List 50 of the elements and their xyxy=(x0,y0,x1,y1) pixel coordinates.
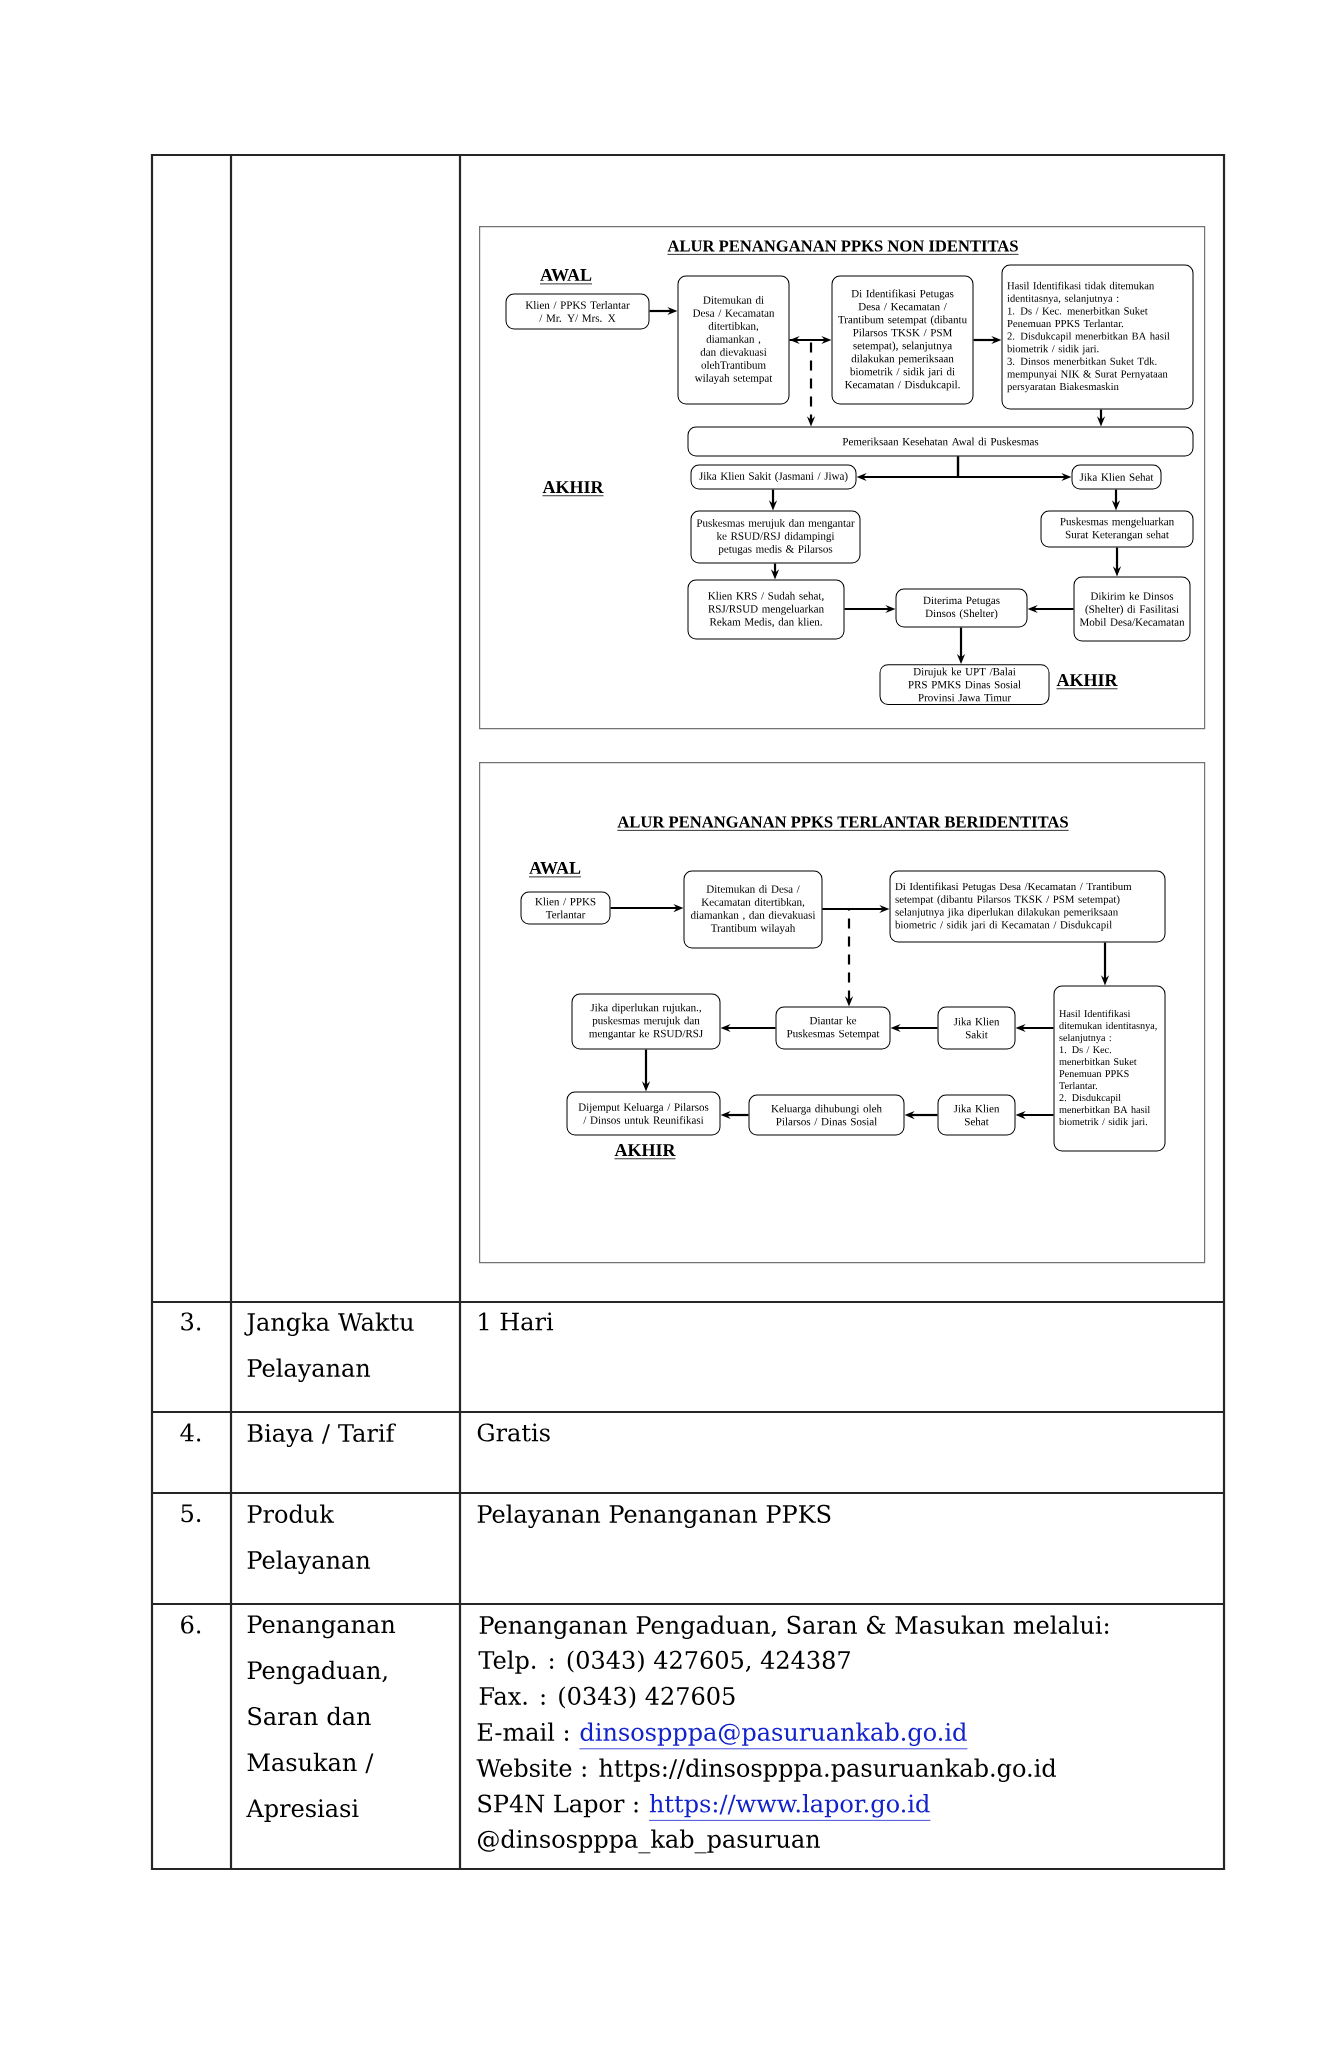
cell-text: SP4N Lapor : xyxy=(478,1794,638,1818)
process-box: Jika Klien Sakit xyxy=(937,1006,1016,1050)
row-number: 3. xyxy=(181,1312,201,1331)
process-box: Dijemput Keluarga / Pilarsos / Dinsos untuk Reunifikasi xyxy=(566,1091,721,1136)
cell-text: Telp. : (0343) 427605, 424387 xyxy=(478,1650,850,1674)
process-box: Di Identifikasi Petugas Desa / Kecamatan / Trantibum setempat (dibantu Pilarsos TKSK / PSM setempat), selanjutnya dilakukan pemeriksaan biometrik / sidik jari di Kecamatan / Disdukcapil. xyxy=(831,275,974,405)
cell-text: Website : https://dinsospppa.pasuruankab.go.id xyxy=(476,1758,1056,1782)
process-box: Hasil Identifikasi tidak ditemukan identitasnya, selanjutnya : 1. Ds / Kec. menerbitkan Suket Penemuan PPKS Terlantar. 2. Disdukcapil menerbitkan BA hasil biometrik / sidik jari. 3. Dinsos menerbitkan Suket Tdk. mempunyai NIK & Surat Pernyataan persyaratan Biakesmaskin xyxy=(1001,264,1194,410)
flowchart-title: ALUR PENANGANAN PPKS NON IDENTITAS xyxy=(667,240,1019,255)
flowchart-title: ALUR PENANGANAN PPKS TERLANTAR BERIDENTITAS xyxy=(616,816,1070,831)
cell-text: Biaya / Tarif xyxy=(247,1423,396,1447)
link: dinsospppa@pasuruankab.go.id xyxy=(579,1722,968,1750)
end-label: AKHIR xyxy=(614,1144,676,1160)
cell-text: Penanganan Pengaduan, Saran dan Masukan / Apresiasi xyxy=(246,1615,396,1822)
process-box: Klien / PPKS Terlantar xyxy=(520,891,611,925)
start-label: AWAL xyxy=(528,861,582,878)
cell-text: Gratis xyxy=(477,1423,550,1442)
cell-text: Jangka Waktu Pelayanan xyxy=(244,1312,414,1382)
process-box: Dirujuk ke UPT /Balai PRS PMKS Dinas Sosial Provinsi Jawa Timur xyxy=(879,664,1050,705)
process-box: Keluarga dihubungi oleh Pilarsos / Dinas Sosial xyxy=(748,1094,905,1136)
process-box: Klien KRS / Sudah sehat, RSJ/RSUD mengeluarkan Rekam Medis, dan klien. xyxy=(687,579,845,640)
cell-text: 1 Hari xyxy=(479,1312,554,1331)
process-box: Diantar ke Puskesmas Setempat xyxy=(775,1006,891,1050)
end-label: AKHIR xyxy=(542,481,604,497)
row-number: 5. xyxy=(181,1504,201,1523)
cell-text: E-mail : xyxy=(477,1722,569,1741)
process-box: Pemeriksaan Kesehatan Awal di Puskesmas xyxy=(687,426,1194,457)
process-box: Puskesmas merujuk dan mengantar ke RSUD/RSJ didampingi petugas medis & Pilarsos xyxy=(690,510,861,564)
start-label: AWAL xyxy=(539,268,593,285)
row-number: 6. xyxy=(181,1615,201,1634)
row-number: 4. xyxy=(180,1423,201,1442)
process-box: Di Identifikasi Petugas Desa /Kecamatan / Trantibum setempat (dibantu Pilarsos TKSK / PSM setempat) selanjutnya jika diperlukan dilakukan pemeriksaan biometric / sidik jari di Kecamatan / Disdukcapil xyxy=(889,870,1166,943)
start-label: AKHIR xyxy=(1056,674,1118,690)
process-box: Jika diperlukan rujukan., puskesmas merujuk dan mengantar ke RSUD/RSJ xyxy=(571,993,721,1050)
process-box: Jika Klien Sakit (Jasmani / Jiwa) xyxy=(690,464,857,490)
process-box: Ditemukan di Desa / Kecamatan ditertibkan, diamankan , dan dievakuasi Trantibum wilayah xyxy=(683,870,823,949)
cell-text: Produk Pelayanan xyxy=(247,1504,371,1574)
process-box: Klien / PPKS Terlantar / Mr. Y/ Mrs. X xyxy=(505,293,650,330)
process-box: Puskesmas mengeluarkan Surat Keterangan sehat xyxy=(1040,510,1194,548)
process-box: Jika Klien Sehat xyxy=(937,1094,1016,1136)
link: https://www.lapor.go.id xyxy=(648,1794,931,1821)
cell-text: Fax. : (0343) 427605 xyxy=(479,1686,735,1709)
process-box: Diterima Petugas Dinsos (Shelter) xyxy=(895,588,1028,628)
process-box: Dikirim ke Dinsos (Shelter) di Fasilitasi Mobil Desa/Kecamatan xyxy=(1073,576,1191,642)
cell-text: Pelayanan Penanganan PPKS xyxy=(477,1504,831,1528)
cell-text: @dinsospppa_kab_pasuruan xyxy=(477,1829,820,1854)
process-box: Jika Klien Sehat xyxy=(1071,464,1162,490)
process-box: Ditemukan di Desa / Kecamatan ditertibkan, diamankan , dan dievakuasi olehTrantibum wilayah setempat xyxy=(677,275,790,405)
process-box: Hasil Identifikasi ditemukan identitasnya, selanjutnya : 1. Ds / Kec. menerbitkan Suket Penemuan PPKS Terlantar. 2. Disdukcapil menerbitkan BA hasil biometrik / sidik jari. xyxy=(1053,985,1166,1152)
cell-text: Penanganan Pengaduan, Saran & Masukan melalui: xyxy=(479,1615,1109,1639)
